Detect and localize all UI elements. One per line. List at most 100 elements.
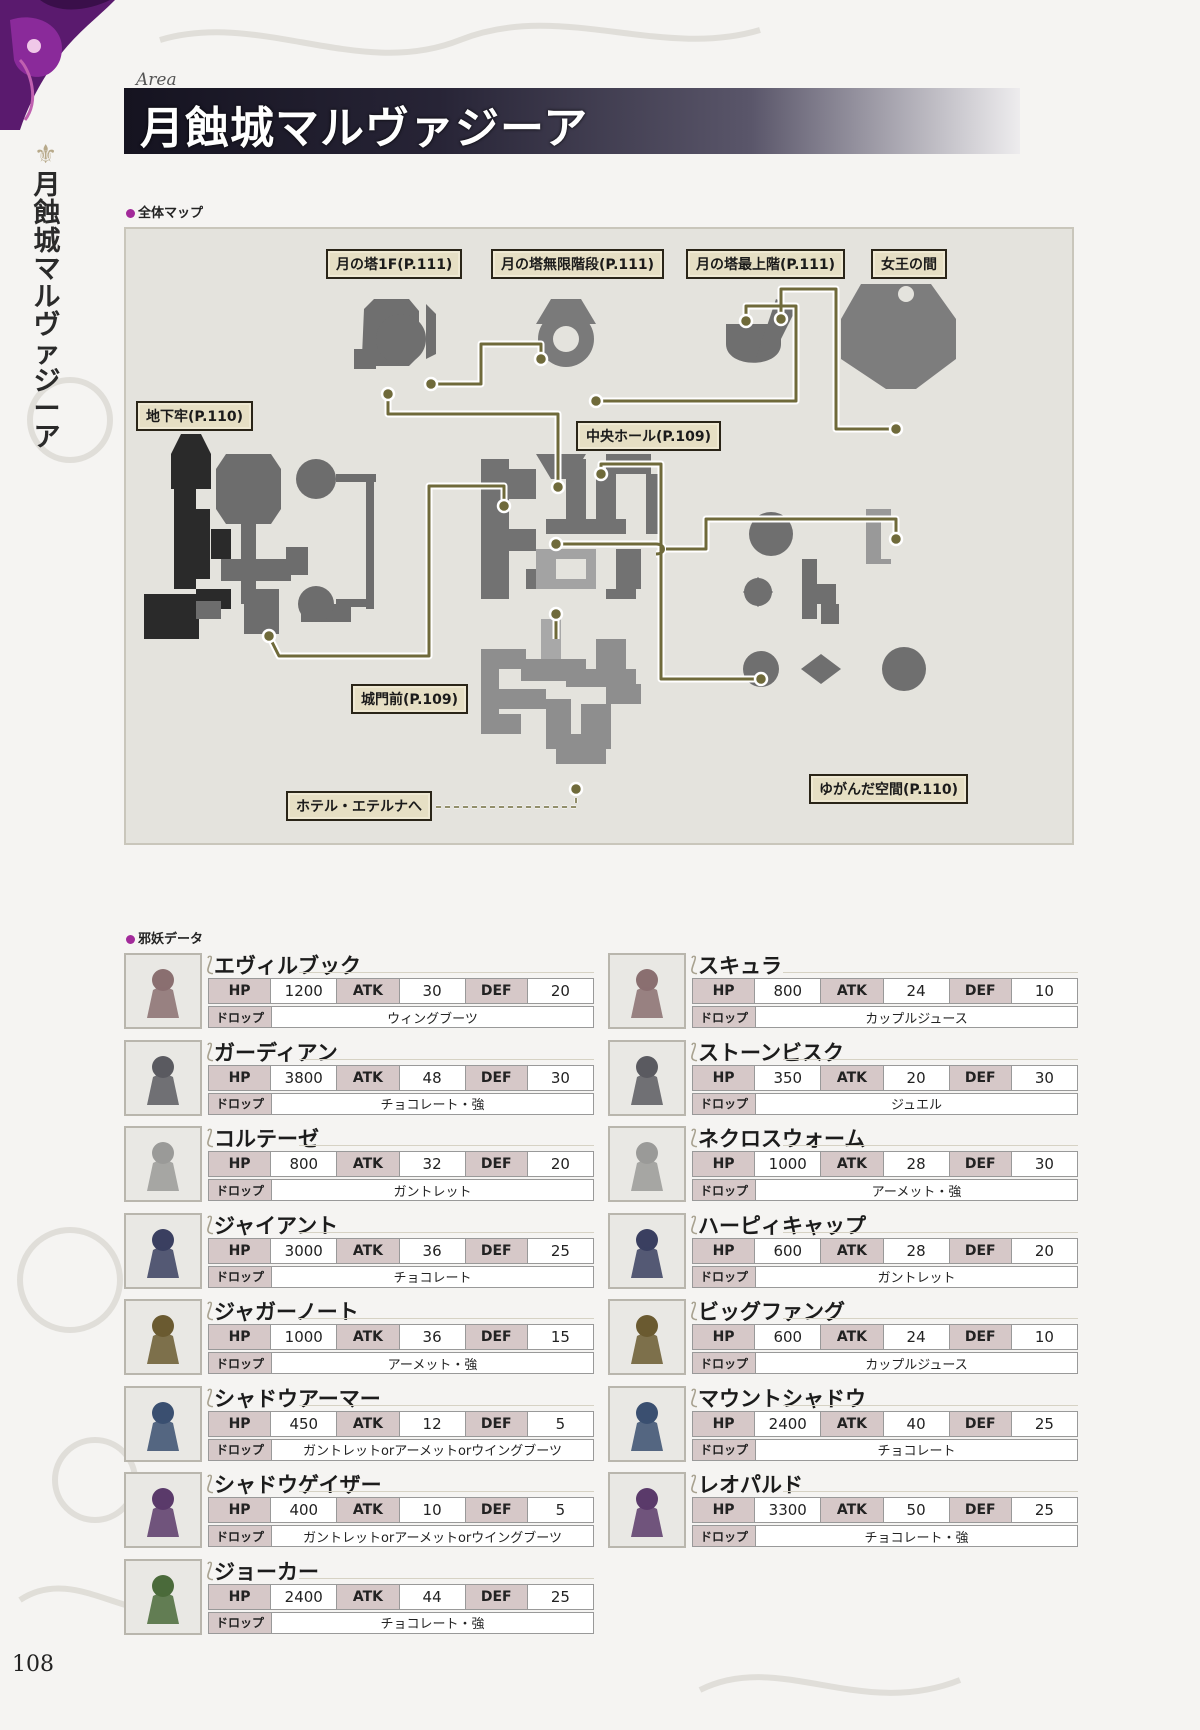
def-label: DEF — [949, 1498, 1012, 1522]
def-value: 5 — [527, 1411, 593, 1436]
atk-label: ATK — [821, 1498, 884, 1522]
hp-value: 600 — [755, 1325, 822, 1349]
atk-value: 28 — [883, 1152, 950, 1176]
monster-drop-row: ドロップガントレット — [692, 1265, 1078, 1288]
hp-label: HP — [693, 1238, 756, 1263]
def-label: DEF — [465, 1325, 528, 1349]
hp-value: 400 — [271, 1498, 338, 1522]
monster-name: ネクロスウォーム — [698, 1127, 866, 1151]
atk-label: ATK — [821, 979, 884, 1003]
atk-value: 36 — [399, 1238, 466, 1263]
monster-image — [608, 1299, 686, 1375]
monster-drop-row: ドロップチョコレート — [208, 1265, 594, 1288]
def-label: DEF — [949, 1325, 1012, 1349]
map-label-tower-top[interactable]: 月の塔最上階(P.111) — [686, 249, 846, 279]
hp-label: HP — [209, 1584, 272, 1609]
atk-label: ATK — [821, 1065, 884, 1090]
map-label-queen-room[interactable]: 女王の間 — [871, 249, 947, 279]
monster-silhouette-icon — [147, 1401, 179, 1451]
def-label: DEF — [465, 1498, 528, 1522]
drop-value: カップルジュース — [756, 1007, 1077, 1027]
drop-value: アーメット・強 — [272, 1353, 593, 1373]
map-label-gate[interactable]: 城門前(P.109) — [351, 684, 469, 714]
atk-value: 10 — [399, 1498, 466, 1522]
hp-label: HP — [693, 1065, 756, 1090]
monster-section-label: 邪妖データ — [126, 928, 203, 947]
atk-label: ATK — [337, 1238, 400, 1263]
scroll-ornament-icon: ⟅ — [206, 1038, 214, 1063]
monster-silhouette-icon — [147, 1228, 179, 1278]
name-underline — [783, 1145, 1078, 1146]
hp-label: HP — [693, 979, 756, 1003]
map-label-dungeon[interactable]: 地下牢(P.110) — [136, 401, 254, 431]
monster-silhouette-icon — [147, 1574, 179, 1624]
atk-label: ATK — [337, 1325, 400, 1349]
scroll-ornament-icon: ⟅ — [690, 952, 698, 976]
monster-silhouette-icon — [147, 969, 179, 1018]
hp-value: 2400 — [271, 1584, 338, 1609]
side-title: 月蝕城マルヴァジーア — [33, 170, 61, 453]
monster-image — [608, 1126, 686, 1202]
atk-label: ATK — [821, 1152, 884, 1176]
map-route-nodes — [261, 311, 904, 797]
name-underline — [299, 1318, 594, 1319]
hp-value: 2400 — [755, 1411, 822, 1436]
def-value: 10 — [1011, 979, 1077, 1003]
monster-drop-row: ドロップカップルジュース — [692, 1006, 1078, 1028]
def-value: 25 — [527, 1238, 593, 1263]
monster-image — [608, 1385, 686, 1462]
drop-label: ドロップ — [209, 1180, 272, 1200]
map-label-hotel[interactable]: ホテル・エテルナへ — [286, 791, 432, 821]
map-label-distorted-space[interactable]: ゆがんだ空間(P.110) — [809, 774, 969, 804]
monster-drop-row: ドロップウィングブーツ — [208, 1006, 594, 1028]
atk-label: ATK — [821, 1238, 884, 1263]
map-label-tower-stairs[interactable]: 月の塔無限階段(P.111) — [491, 249, 665, 279]
dungeon-rooms — [144, 434, 231, 639]
atk-value: 44 — [399, 1584, 466, 1609]
monster-drop-row: ドロップアーメット・強 — [208, 1352, 594, 1374]
drop-value: カップルジュース — [756, 1353, 1077, 1373]
map-drawing — [144, 284, 956, 809]
scroll-ornament-icon: ⟅ — [206, 1298, 214, 1322]
monster-silhouette-icon — [147, 1055, 179, 1105]
name-underline — [783, 972, 1078, 973]
def-value: 15 — [527, 1325, 593, 1349]
monster-drop-row: ドロップガントレットorアーメットorウイングブーツ — [208, 1525, 594, 1547]
scroll-ornament-icon: ⟅ — [206, 1471, 214, 1495]
monster-silhouette-icon — [147, 1142, 179, 1191]
map-label-tower-1f[interactable]: 月の塔1F(P.111) — [326, 249, 463, 279]
monster-silhouette-icon — [631, 1142, 663, 1191]
monster-drop-row: ドロップチョコレート — [692, 1438, 1078, 1461]
monster-image — [608, 1472, 686, 1548]
page-title: 月蝕城マルヴァジーア — [140, 103, 589, 154]
drop-label: ドロップ — [209, 1007, 272, 1027]
def-value: 20 — [527, 979, 593, 1003]
monster-silhouette-icon — [631, 1315, 663, 1364]
name-underline — [299, 1404, 594, 1406]
title-banner — [124, 88, 1020, 154]
hp-label: HP — [693, 1152, 756, 1176]
def-value: 20 — [1011, 1238, 1077, 1263]
monster-image — [124, 953, 202, 1029]
name-underline — [299, 972, 594, 973]
map-label-central-hall[interactable]: 中央ホール(P.109) — [576, 421, 722, 451]
def-value: 25 — [1011, 1498, 1077, 1522]
atk-value: 36 — [399, 1325, 466, 1349]
def-label: DEF — [465, 1411, 528, 1436]
def-label: DEF — [465, 1238, 528, 1263]
drop-value: ガントレットorアーメットorウイングブーツ — [272, 1526, 593, 1546]
atk-label: ATK — [337, 1065, 400, 1090]
drop-label: ドロップ — [693, 1180, 756, 1200]
def-label: DEF — [465, 979, 528, 1003]
gate-rooms — [481, 619, 641, 764]
